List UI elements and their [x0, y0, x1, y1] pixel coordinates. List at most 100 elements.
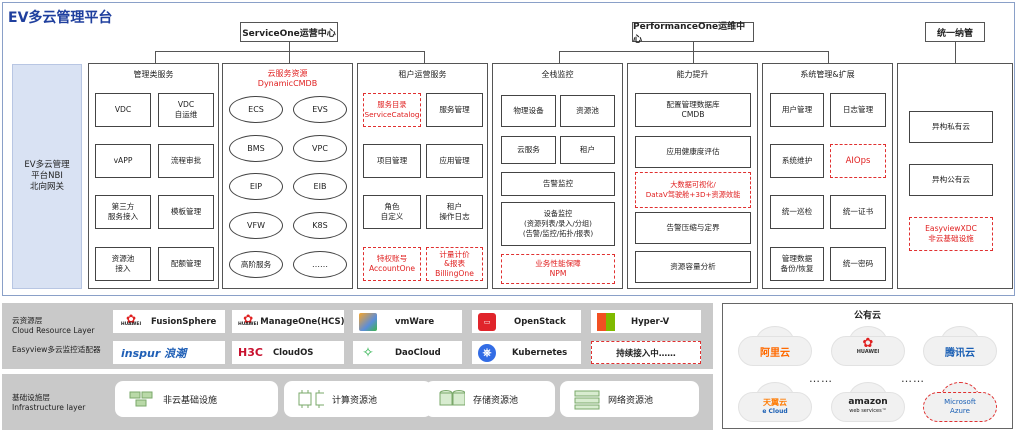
cloud-tencent: 腾讯云 — [923, 326, 997, 366]
panel-title: 租户运营服务 — [398, 70, 447, 79]
item-tenant-log: 租户 操作日志 — [426, 195, 483, 229]
item-advanced-services: 高阶服务 — [229, 251, 283, 278]
item-password: 统一密码 — [830, 247, 886, 281]
header-serviceone: ServiceOne运营中心 — [240, 22, 338, 42]
chip-label: ManageOne(HCS) — [260, 316, 345, 327]
panel-capability: 能力提升 配置管理数据库 CMDB 应用健康度评估 大数据可视化/ DataV驾… — [627, 63, 758, 289]
item-bms: BMS — [229, 135, 283, 162]
network-switch-icon — [572, 388, 600, 410]
daocloud-logo-icon: ✧ — [359, 344, 377, 361]
vmware-logo-icon — [359, 312, 377, 331]
panel-title: 管理类服务 — [133, 70, 174, 79]
infra-label: 非云基础设施 — [163, 395, 218, 406]
connector — [155, 51, 156, 63]
adapter-label: Easyview多云监控适配器 — [12, 345, 101, 354]
item-user-mgmt: 用户管理 — [770, 93, 824, 127]
panel-cloud-resources: 云服务资源 DynamicCMDB ECS EVS BMS VPC EIP EI… — [222, 63, 353, 289]
infra-label: 网络资源池 — [608, 395, 654, 406]
item-vdc: VDC — [95, 93, 151, 127]
item-cloud-service: 云服务 — [501, 136, 556, 164]
chip-label: 持续接入中…… — [616, 348, 676, 359]
item-capacity: 资源容量分析 — [635, 251, 751, 283]
item-npm: 业务性能保障 NPM — [501, 254, 615, 284]
item-alarm-compress: 告警压缩与定界 — [635, 212, 751, 244]
server-stack-icon — [127, 388, 155, 410]
item-sys-maintain: 系统维护 — [770, 144, 824, 178]
item-device-monitor: 设备监控 (资源列表/录入/分组) (告警/监控/拓扑/报表) — [501, 202, 615, 246]
item-ecs: ECS — [229, 96, 283, 123]
huawei-logo-icon: ✿HUAWEI — [238, 313, 259, 330]
item-tenant: 租户 — [560, 136, 615, 164]
cloud-aliyun: 阿里云 — [738, 326, 812, 366]
item-hetero-private: 异构私有云 — [909, 111, 993, 143]
inspur-logo: inspur 浪潮 — [121, 346, 187, 360]
connector — [424, 51, 425, 63]
item-vfw: VFW — [229, 212, 283, 239]
page-title: EV多云管理平台 — [8, 10, 113, 26]
item-cmdb: 配置管理数据库 CMDB — [635, 93, 751, 127]
chip-inspur: inspur 浪潮 — [113, 341, 225, 364]
item-custom-role: 角色 自定义 — [363, 195, 421, 229]
chip-icon — [296, 388, 324, 410]
item-log-mgmt: 日志管理 — [830, 93, 886, 127]
item-k8s: K8S — [293, 212, 347, 239]
panel-title: 系统管理&扩展 — [800, 70, 855, 79]
chip-label: Hyper-V — [631, 316, 670, 327]
item-approval: 流程审批 — [158, 144, 214, 178]
panel-tenant-ops: 租户运营服务 服务目录 ServiceCatalog 服务管理 项目管理 应用管… — [357, 63, 488, 289]
chip-label: Kubernetes — [512, 347, 568, 358]
platform-frame — [2, 2, 1015, 296]
aliyun-logo: 阿里云 — [760, 348, 790, 359]
infra-storage: 存储资源池 — [425, 381, 555, 417]
chip-label: DaoCloud — [395, 347, 441, 358]
connector — [955, 42, 956, 63]
item-template: 模板管理 — [158, 195, 214, 229]
azure-logo: Microsoft Azure — [944, 398, 976, 415]
panel-system-mgmt: 系统管理&扩展 用户管理 日志管理 系统维护 AIOps 统一巡检 统一证书 管… — [762, 63, 893, 289]
item-billing-one: 计量计价 &报表 BillingOne — [426, 247, 483, 281]
chip-kubernetes: ⎈ Kubernetes — [472, 341, 581, 364]
chip-hyperv: Hyper-V — [591, 310, 701, 333]
item-app-mgmt: 应用管理 — [426, 144, 483, 178]
item-aiops: AIOps — [830, 144, 886, 178]
item-account-one: 特权账号 AccountOne — [363, 247, 421, 281]
connector — [289, 51, 290, 63]
huawei-cloud-logo: ✿HUAWEI — [856, 336, 880, 355]
item-vapp: vAPP — [95, 144, 151, 178]
item-alarm-monitor: 告警监控 — [501, 172, 615, 196]
nbi-gateway: EV多云管理 平台NBI 北向网关 — [12, 64, 82, 289]
panel-title: 云服务资源 DynamicCMDB — [257, 69, 318, 88]
chip-label: vmWare — [395, 316, 435, 327]
connector — [693, 51, 694, 63]
infra-label: 存储资源池 — [473, 395, 519, 406]
infra-compute: 计算资源池 — [284, 381, 432, 417]
huawei-logo-icon: ✿HUAWEI — [119, 313, 143, 330]
item-app-health: 应用健康度评估 — [635, 136, 751, 168]
item-more: …… — [293, 251, 347, 278]
chip-label: FusionSphere — [151, 316, 217, 327]
infra-label: 计算资源池 — [332, 395, 378, 406]
chip-cloudos: H3C CloudOS — [232, 341, 344, 364]
item-easyview-xdc: EasyviewXDC 非云基础设施 — [909, 217, 993, 251]
resource-layer-label: 云资源层 Cloud Resource Layer — [12, 316, 95, 335]
connector — [289, 42, 290, 51]
header-performanceone: PerformanceOne运维中心 — [632, 22, 754, 45]
item-service-catalog: 服务目录 ServiceCatalog — [363, 93, 421, 127]
item-datav: 大数据可视化/ DataV驾驶舱+3D+资源效能 — [635, 172, 751, 208]
more-dots: …… — [901, 372, 925, 385]
panel-fullstack-monitor: 全栈监控 物理设备 资源池 云服务 租户 告警监控 设备监控 (资源列表/录入/… — [492, 63, 623, 289]
chip-label: OpenStack — [514, 316, 566, 327]
h3c-logo: H3C — [238, 346, 263, 359]
item-pool-access: 资源池 接入 — [95, 247, 151, 281]
chip-manageone: ✿HUAWEI ManageOne(HCS) — [232, 310, 345, 333]
connector — [559, 51, 560, 63]
connector — [693, 42, 694, 51]
chip-more-coming: 持续接入中…… — [591, 341, 701, 364]
item-vdc-selfops: VDC 自运维 — [158, 93, 214, 127]
more-dots: …… — [809, 372, 833, 385]
item-eib: EIB — [293, 173, 347, 200]
infra-layer-label: 基础设施层 Infrastructure layer — [12, 393, 86, 412]
openstack-logo-icon: ▭ — [478, 312, 496, 331]
